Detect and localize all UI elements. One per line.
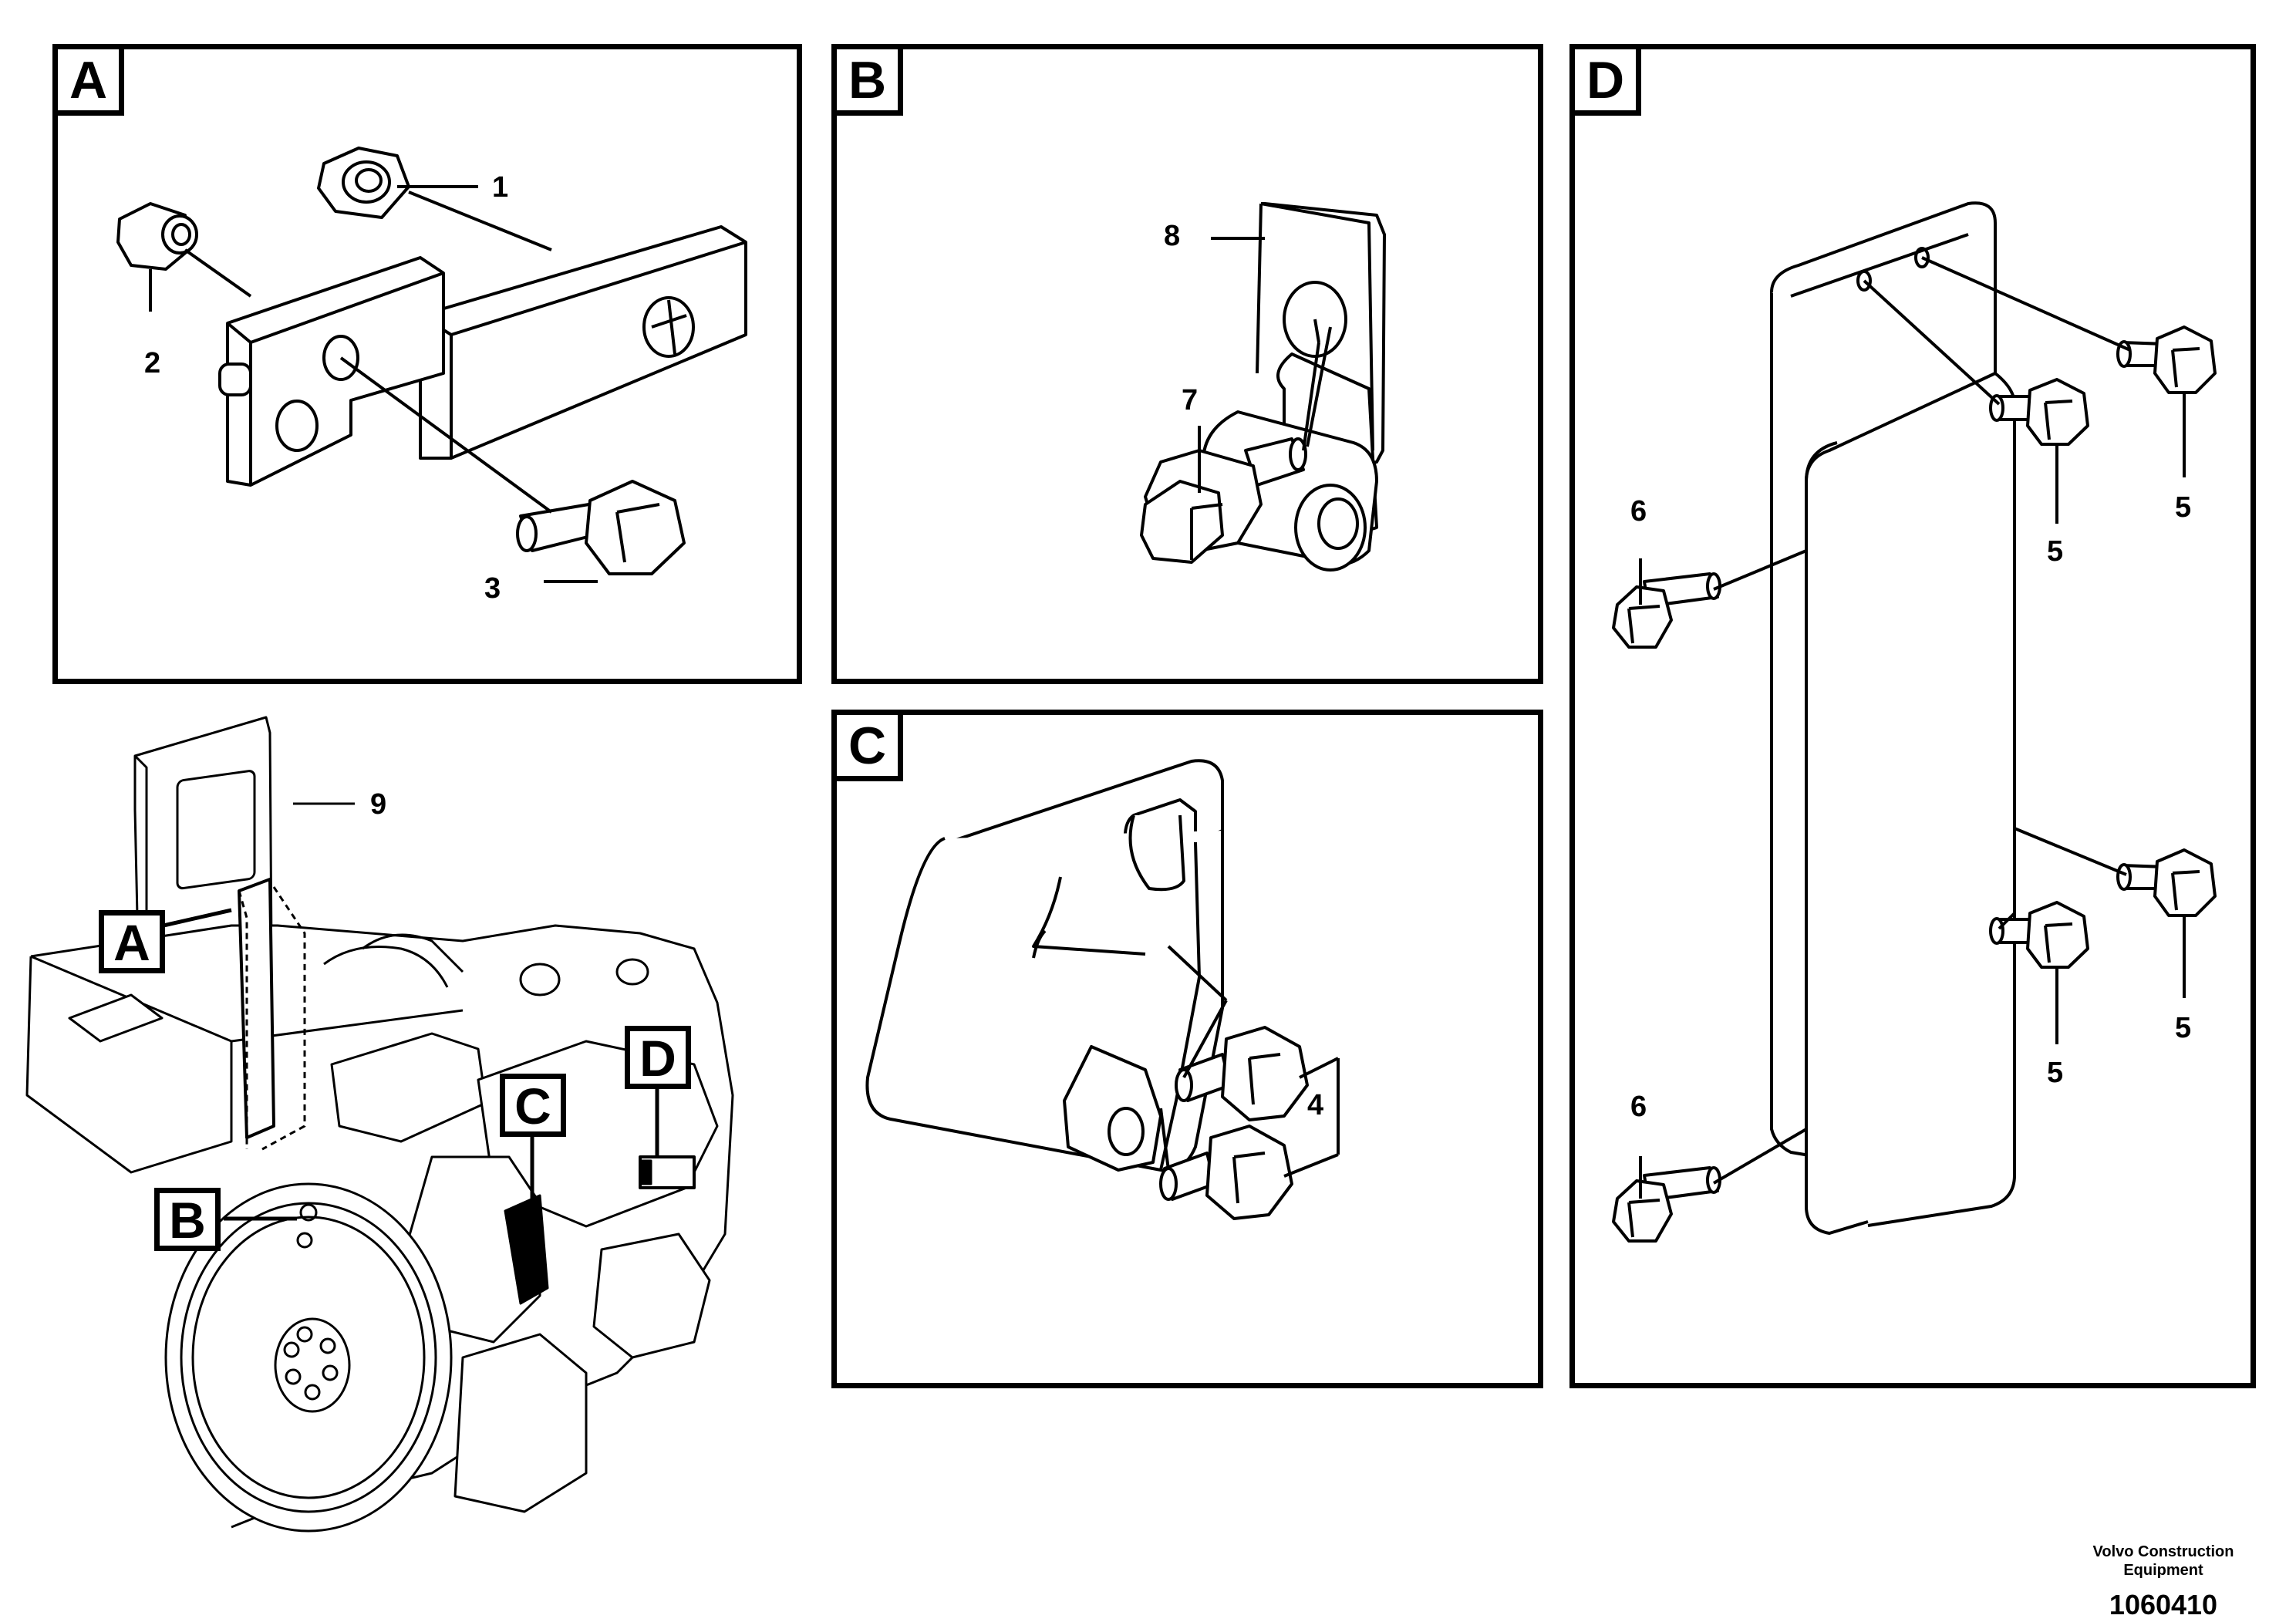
ecu-plate-icon [133,716,273,989]
panel-a-drawing [116,147,747,583]
bolt-5a-icon [2116,325,2217,394]
overview-tag-c: C [500,1074,566,1137]
panel-c-tag: C [837,715,903,781]
panel-d-drawing [1612,201,2217,1243]
callout-5-bottom-left: 5 [2047,1057,2064,1089]
callout-5-top-right: 5 [2175,491,2192,524]
engine-drawing [25,716,734,1533]
company-name-line2: Equipment [2123,1562,2203,1579]
company-name-line1: Volvo Construction [2092,1543,2234,1560]
location-c-bracket [504,1194,549,1305]
panel-a-tag: A [58,49,124,116]
bracket-c-icon [865,759,1224,1172]
nut-2-icon [116,202,198,271]
location-a-bracket [238,878,306,1151]
bracket-small [218,256,445,487]
overview-tag-a: A [99,910,165,973]
bolt-6b-icon [1612,1166,1721,1243]
callout-9: 9 [370,788,387,821]
engine-overview: 9 A B C D [0,694,825,1622]
callout-8: 8 [1164,220,1181,252]
location-d-bracket [639,1155,696,1189]
bolt-4b-icon [1159,1125,1293,1220]
detail-panel-c: C [831,710,1543,1388]
callout-3: 3 [484,572,501,605]
location-b-clamp [296,1203,318,1249]
callout-7: 7 [1182,384,1199,416]
panel-d-tag: D [1575,49,1641,116]
callout-4: 4 [1307,1089,1324,1121]
callout-1: 1 [492,171,509,204]
nut-1-icon [317,147,410,219]
bracket-d-icon [1770,201,2016,1235]
document-number: 1060410 [2109,1589,2218,1620]
panel-b-tag: B [837,49,903,116]
panel-c-drawing [865,759,1340,1220]
bolt-3-icon [516,480,686,575]
bolt-5c-icon [2116,848,2217,917]
callout-5-top-left: 5 [2047,535,2064,568]
bracket-plate [419,225,747,460]
bolt-4a-icon [1175,1026,1309,1121]
detail-panel-a: A [52,44,802,684]
overview-tag-b: B [154,1188,221,1251]
panel-b-drawing [1140,202,1386,572]
callout-5-bottom-right: 5 [2175,1012,2192,1044]
bolt-5d-icon [1989,901,2089,969]
callout-6-upper: 6 [1630,495,1647,528]
detail-panel-d: D [1569,44,2256,1388]
overview-tag-d: D [625,1026,691,1089]
detail-panel-b: B [831,44,1543,684]
bolt-5b-icon [1989,378,2089,446]
callout-2: 2 [144,347,161,379]
flywheel-icon [164,1182,453,1533]
bolt-7-icon [1140,437,1307,564]
bolt-6a-icon [1612,572,1721,649]
callout-6-lower: 6 [1630,1091,1647,1123]
company-name: Volvo Construction Equipment [2079,1543,2248,1580]
